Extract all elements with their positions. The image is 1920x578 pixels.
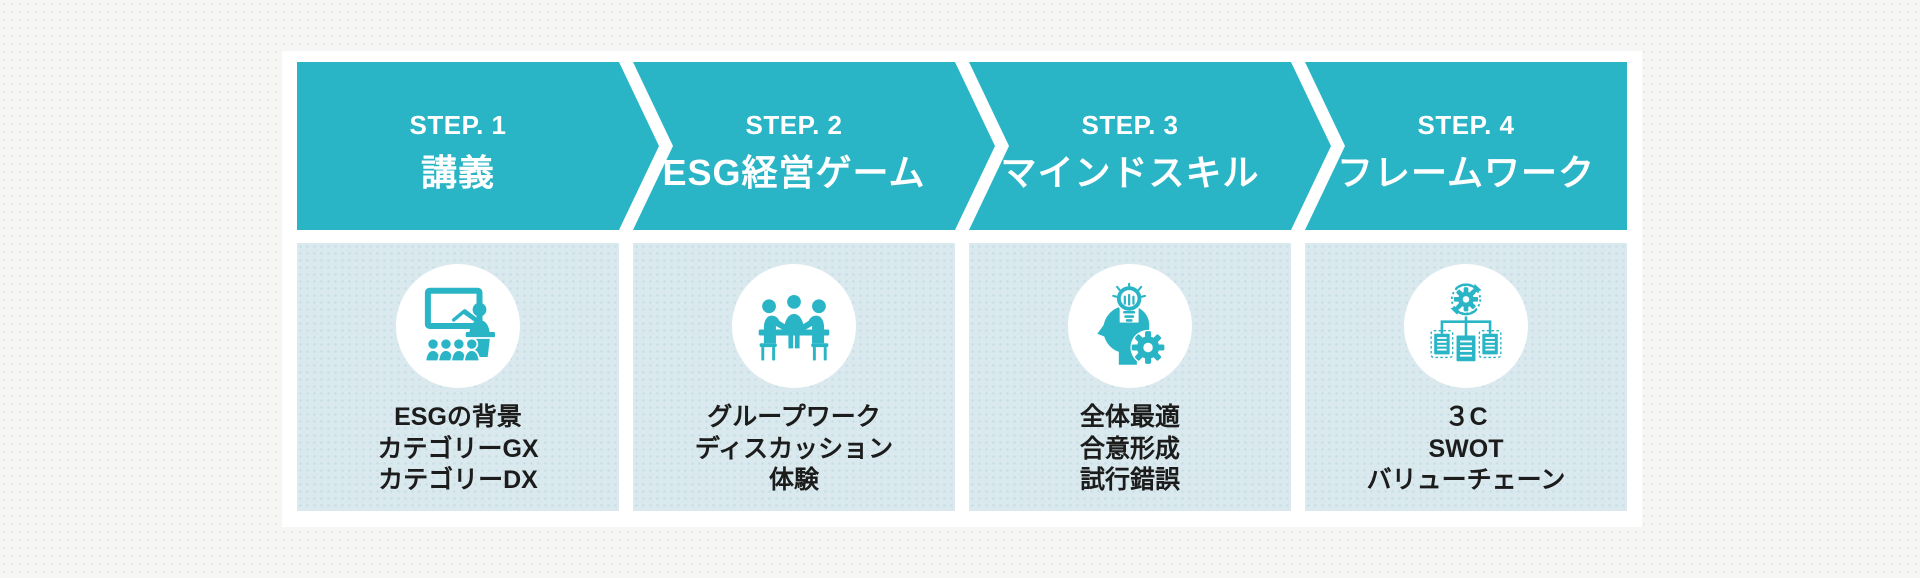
steps-header-row: STEP. 1 講義 STEP. 2 ESG経営ゲーム STEP. 3 マインド… [297, 62, 1627, 230]
chevron-shape [1305, 62, 1627, 230]
mind-skill-icon [1068, 264, 1192, 388]
step-item: カテゴリーDX [378, 466, 538, 494]
step-panel-4: ３C SWOT バリューチェーン [1305, 243, 1627, 511]
chevron-shape [633, 62, 995, 230]
step-item: グループワーク [707, 403, 881, 431]
process-steps-card: STEP. 1 講義 STEP. 2 ESG経営ゲーム STEP. 3 マインド… [282, 51, 1642, 527]
step-items: ３C SWOT バリューチェーン [1367, 402, 1566, 497]
step-title: マインドスキル [1000, 151, 1260, 193]
step-label: STEP. 1 [409, 109, 507, 140]
group-discussion-icon [732, 264, 856, 388]
step-item: カテゴリーGX [377, 434, 539, 463]
step-items: グループワーク ディスカッション 体験 [695, 402, 893, 497]
step-item: ディスカッション [694, 434, 894, 463]
step-item: バリューチェーン [1366, 466, 1566, 494]
step-item: SWOT [1428, 434, 1504, 463]
step-item: ３C [1444, 403, 1488, 431]
step-title: 講義 [420, 151, 495, 193]
step-item: 合意形成 [1079, 434, 1180, 463]
step-header-1: STEP. 1 講義 [297, 62, 619, 230]
step-item: ESGの背景 [394, 403, 522, 431]
step-item: 試行錯誤 [1079, 466, 1180, 494]
step-label: STEP. 2 [745, 109, 843, 140]
step-items: ESGの背景 カテゴリーGX カテゴリーDX [377, 402, 538, 497]
steps-body-row: ESGの背景 カテゴリーGX カテゴリーDX [297, 243, 1627, 511]
chevron-shape [297, 62, 659, 230]
step-header-2: STEP. 2 ESG経営ゲーム [633, 62, 955, 230]
step-panel-3: 全体最適 合意形成 試行錯誤 [969, 243, 1291, 511]
lecture-icon [396, 264, 520, 388]
step-panel-2: グループワーク ディスカッション 体験 [633, 243, 955, 511]
step-title: フレームワーク [1337, 151, 1595, 193]
step-label: STEP. 4 [1417, 109, 1515, 140]
step-title: ESG経営ゲーム [662, 151, 926, 193]
step-item: 全体最適 [1079, 403, 1180, 431]
step-label: STEP. 3 [1081, 109, 1179, 140]
step-item: 体験 [768, 466, 819, 494]
step-header-4: STEP. 4 フレームワーク [1305, 62, 1627, 230]
chevron-shape [969, 62, 1331, 230]
framework-icon [1404, 264, 1528, 388]
step-items: 全体最適 合意形成 試行錯誤 [1080, 402, 1180, 497]
step-panel-1: ESGの背景 カテゴリーGX カテゴリーDX [297, 243, 619, 511]
step-header-3: STEP. 3 マインドスキル [969, 62, 1291, 230]
